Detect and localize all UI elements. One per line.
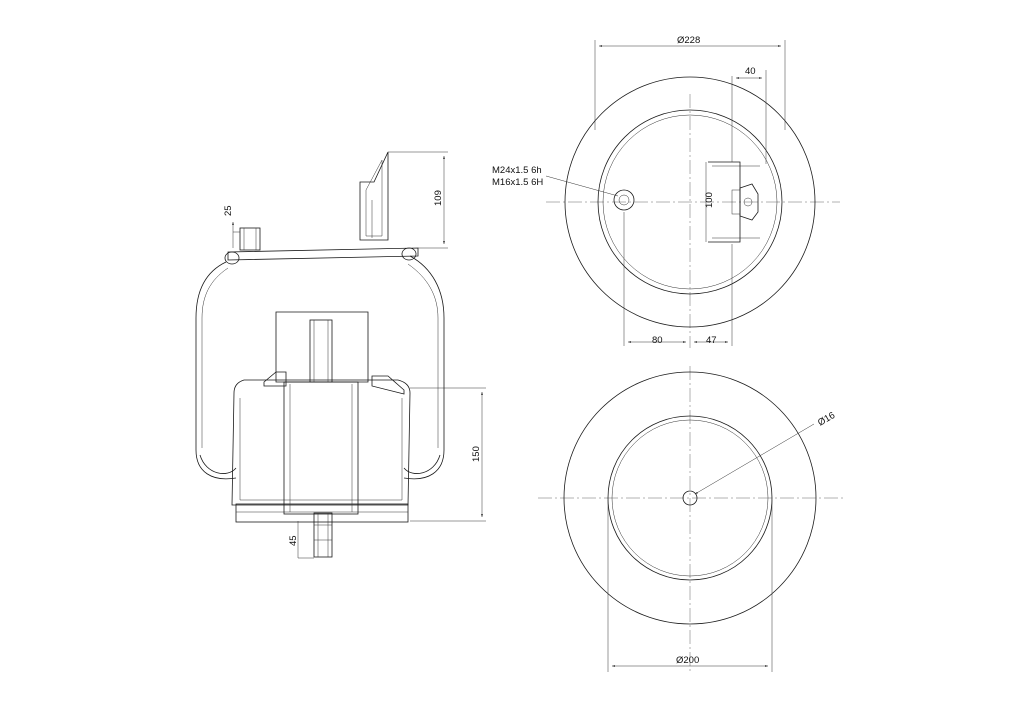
side-view: 25 109 150 45: [195, 151, 486, 559]
bottom-hole: [682, 490, 698, 506]
dim-bottom-stud-label: 45: [288, 535, 299, 546]
center-block: [275, 311, 369, 383]
thread-note-1: M24x1.5 6h: [492, 165, 542, 176]
dim-bracket-offset-label: 40: [745, 66, 756, 77]
thread-leader: [545, 175, 619, 197]
top-bracket: [359, 151, 389, 241]
left-bead: [224, 251, 240, 265]
bottom-base-circle: [607, 415, 773, 581]
top-plate-circle: [597, 109, 783, 295]
bottom-outer-circle: [563, 371, 817, 625]
dim-top-bracket-label: 109: [433, 190, 444, 206]
top-bracket-plan: [708, 161, 760, 243]
dim-piston-height-label: 150: [471, 446, 482, 462]
bottom-stud: [313, 512, 333, 558]
top-view: M24x1.5 6h M16x1.5 6H Ø228 40 100 80 47: [492, 35, 840, 348]
bellows-outer: [195, 255, 445, 480]
top-outer-circle: [564, 76, 816, 328]
dim-bracket-width-label: 100: [704, 192, 715, 208]
right-bead: [401, 247, 417, 261]
bellows-inner: [201, 263, 439, 448]
dim-outer-diameter-label: Ø228: [677, 35, 700, 46]
top-port-inner: [618, 194, 630, 206]
top-port-outer: [613, 189, 635, 211]
bellows-curl: [199, 454, 441, 474]
dim-port-offset-label: 80: [652, 335, 663, 346]
thread-note-2: M16x1.5 6H: [492, 177, 543, 188]
dim-base-diameter-label: Ø200: [676, 655, 699, 666]
top-plate: [227, 247, 419, 261]
dim-hole-label: Ø16: [816, 410, 837, 429]
bottom-view: Ø16 Ø200: [538, 366, 844, 672]
piston: [231, 371, 411, 523]
top-port-fitting: [239, 227, 261, 251]
dim-top-port-label: 25: [223, 205, 234, 216]
dim-bracket-center-label: 47: [706, 335, 717, 346]
